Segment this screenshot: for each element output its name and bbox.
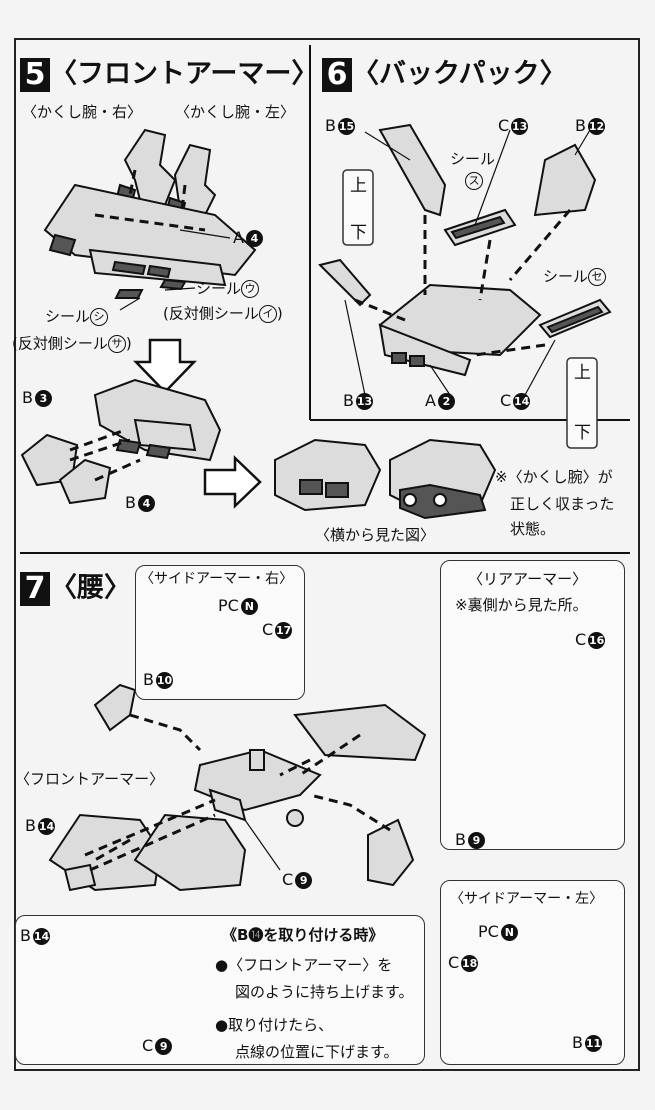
label-reverse-seal-i: (反対側シールイ) [163,304,283,323]
backpack-parts [318,123,612,377]
leader-a2 [429,364,451,396]
label-side-armor-left: 〈サイドアーマー・左〉 [450,891,604,907]
leader-b13 [344,299,366,396]
label-rear-note: ※裏側から見た所。 [455,596,588,614]
orientation-box-right [566,357,598,449]
attach-step1-line2: 図のように持ち上げます。 [235,983,414,1001]
side-view-parts [274,438,497,520]
step7-number: 7 [20,572,50,606]
leader-a4 [179,229,231,239]
step5-title: 〈フロントアーマー〉 [50,58,319,90]
rear-armor-box [440,560,625,850]
label-hidden-arm-left: 〈かくし腕・左〉 [175,103,296,121]
seal-u-piece [159,278,187,291]
label-up-top: 上 [350,176,367,196]
label-seal-se: シールセ [543,268,607,286]
leader-seal-shi [119,297,141,311]
side-armor-left-box [440,880,625,1065]
leader-seal-u [164,287,196,291]
front-armor-assembly [20,378,222,505]
attach-step2-line1: ●取り付けたら、 [215,1016,334,1034]
step6-number: 6 [322,58,352,92]
attach-instruction-box [15,915,425,1065]
page-frame [14,38,640,1071]
label-hidden-arm-right: 〈かくし腕・右〉 [22,103,143,121]
waist-parts [48,683,427,892]
step7-title: 〈腰〉 [50,572,131,604]
label-reverse-seal-sa: (反対側シールサ) [12,334,132,353]
step5-number: 5 [20,58,50,92]
step5-heading: 5〈フロントアーマー〉 [20,58,318,92]
front-armor-main [43,169,257,287]
note-line1: ※〈かくし腕〉が [495,468,613,486]
label-down-top: 下 [350,223,367,243]
leader-b15 [364,131,411,161]
leader-c14 [524,339,556,396]
step6-title: 〈バックパック〉 [352,58,567,90]
attach-title: 《B⓮を取り付ける時》 [222,926,384,944]
label-seal-u: シールウ [196,280,260,298]
label-up-right: 上 [574,363,591,383]
leader-c13 [474,129,511,226]
attach-step2-line2: 点線の位置に下げます。 [235,1043,399,1061]
note-line2: 正しく収まった [510,495,615,513]
label-front-armor: 〈フロントアーマー〉 [15,770,165,788]
attach-step1-line1: ●〈フロントアーマー〉を [215,956,393,974]
label-rear-armor: 〈リアアーマー〉 [468,570,588,588]
leader-c9 [244,819,281,871]
note-line3: 状態。 [510,520,556,538]
label-down-right: 下 [574,423,591,443]
down-arrow [133,338,197,394]
label-side-view: 〈横から見た図〉 [315,526,436,544]
label-seal-shi: シールシ [45,308,109,326]
orientation-box-top [342,169,374,246]
right-arrow [203,455,262,509]
step6-heading: 6〈バックパック〉 [322,58,567,92]
seal-su-char: ス [465,172,483,190]
step7-heading: 7〈腰〉 [20,572,131,606]
seal-shi-piece [114,289,144,299]
label-side-armor-right: 〈サイドアーマー・右〉 [140,571,294,587]
label-seal-su: シール [450,150,496,168]
leader-b12 [574,129,591,156]
